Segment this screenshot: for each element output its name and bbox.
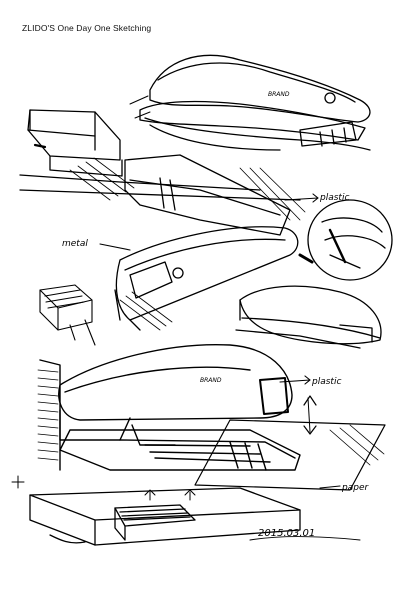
middle-hatching [69, 157, 306, 331]
right-mid-stapler-drawing [235, 285, 382, 349]
page-header: ZLIDO'S One Day One Sketching [22, 23, 152, 33]
bottom-hatching [37, 369, 385, 466]
staple-pack-drawing [39, 284, 96, 346]
annotation-plastic-top: plastic [319, 193, 349, 203]
detail-circle-drawing [298, 199, 393, 281]
base-unit-drawing [29, 487, 301, 546]
annotation-date: 2015.03.01 [258, 528, 315, 539]
annotation-brand-top: BRAND [268, 91, 290, 98]
annotation-metal: metal [62, 239, 88, 249]
annotation-arrows [11, 193, 341, 489]
middle-stapler-drawing [114, 154, 299, 331]
top-stapler-drawing [129, 54, 371, 151]
annotation-paper: paper [341, 483, 369, 493]
paper-sheet-drawing [194, 395, 386, 491]
annotation-plastic-mid: plastic [311, 377, 341, 387]
annotation-brand-mid: BRAND [200, 377, 222, 384]
left-stapler-drawing [19, 109, 301, 201]
bottom-stapler-drawing [39, 343, 301, 471]
date-underline [249, 536, 361, 541]
